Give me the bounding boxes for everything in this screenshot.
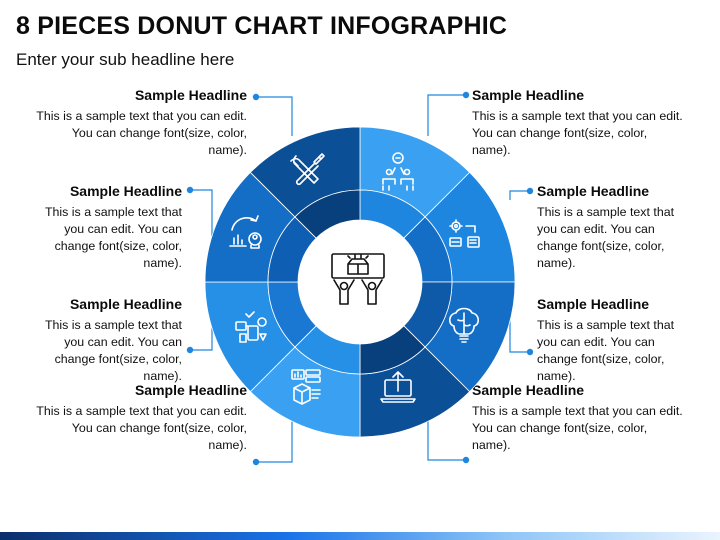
block-body: This is a sample text that you can edit.… — [36, 109, 247, 157]
connector-dot — [252, 93, 260, 101]
block-body: This is a sample text that you can edit.… — [537, 318, 675, 383]
block-headline: Sample Headline — [69, 296, 182, 312]
block-headline: Sample Headline — [537, 296, 650, 312]
connector-dot — [462, 91, 470, 99]
connector-6 — [190, 320, 213, 351]
page-subtitle: Enter your sub headline here — [16, 50, 235, 69]
block-headline: Sample Headline — [472, 87, 585, 103]
connector-dot — [252, 458, 260, 466]
chart-bulb-icon — [229, 215, 262, 249]
connector-dot — [186, 346, 194, 354]
process-settings-icon — [449, 219, 480, 248]
block-body: This is a sample text that you can edit.… — [537, 205, 675, 270]
donut-center — [298, 220, 422, 344]
block-headline: Sample Headline — [134, 382, 247, 398]
connector-8 — [256, 96, 293, 136]
bottom-accent-bar — [0, 532, 720, 540]
block-body: This is a sample text that you can edit.… — [44, 318, 182, 383]
network-devices-icon — [235, 311, 267, 343]
team-growth-icon — [382, 152, 414, 191]
donut-inner-segment-8 — [294, 189, 361, 239]
brain-bulb-icon — [448, 307, 480, 343]
text-block-8: Sample Headline This is a sample text th… — [32, 86, 247, 159]
block-headline: Sample Headline — [69, 183, 182, 199]
block-body: This is a sample text that you can edit.… — [44, 205, 182, 270]
page-title: 8 PIECES DONUT CHART INFOGRAPHIC — [16, 12, 508, 40]
connector-dot — [526, 348, 534, 356]
block-headline: Sample Headline — [537, 183, 650, 199]
connector-7 — [190, 189, 213, 240]
text-block-7: Sample Headline This is a sample text th… — [22, 182, 182, 272]
connector-2 — [509, 190, 530, 200]
presentation-people-icon — [331, 253, 385, 305]
analytics-box-icon — [291, 369, 321, 405]
block-body: This is a sample text that you can edit.… — [472, 109, 683, 157]
block-body: This is a sample text that you can edit.… — [472, 404, 683, 452]
text-block-3: Sample Headline This is a sample text th… — [537, 295, 697, 385]
laptop-upload-icon — [380, 371, 416, 403]
text-block-1: Sample Headline This is a sample text th… — [472, 86, 687, 159]
connector-3 — [509, 310, 530, 353]
text-block-6: Sample Headline This is a sample text th… — [22, 295, 182, 385]
connector-dot — [526, 187, 534, 195]
text-block-2: Sample Headline This is a sample text th… — [537, 182, 697, 272]
connector-dot — [462, 456, 470, 464]
text-block-4: Sample Headline This is a sample text th… — [472, 381, 687, 454]
connector-5 — [256, 402, 293, 463]
block-body: This is a sample text that you can edit.… — [36, 404, 247, 452]
block-headline: Sample Headline — [472, 382, 585, 398]
block-headline: Sample Headline — [134, 87, 247, 103]
text-block-5: Sample Headline This is a sample text th… — [32, 381, 247, 454]
tools-icon — [290, 153, 325, 186]
connector-1 — [427, 94, 466, 136]
connector-dot — [186, 186, 194, 194]
